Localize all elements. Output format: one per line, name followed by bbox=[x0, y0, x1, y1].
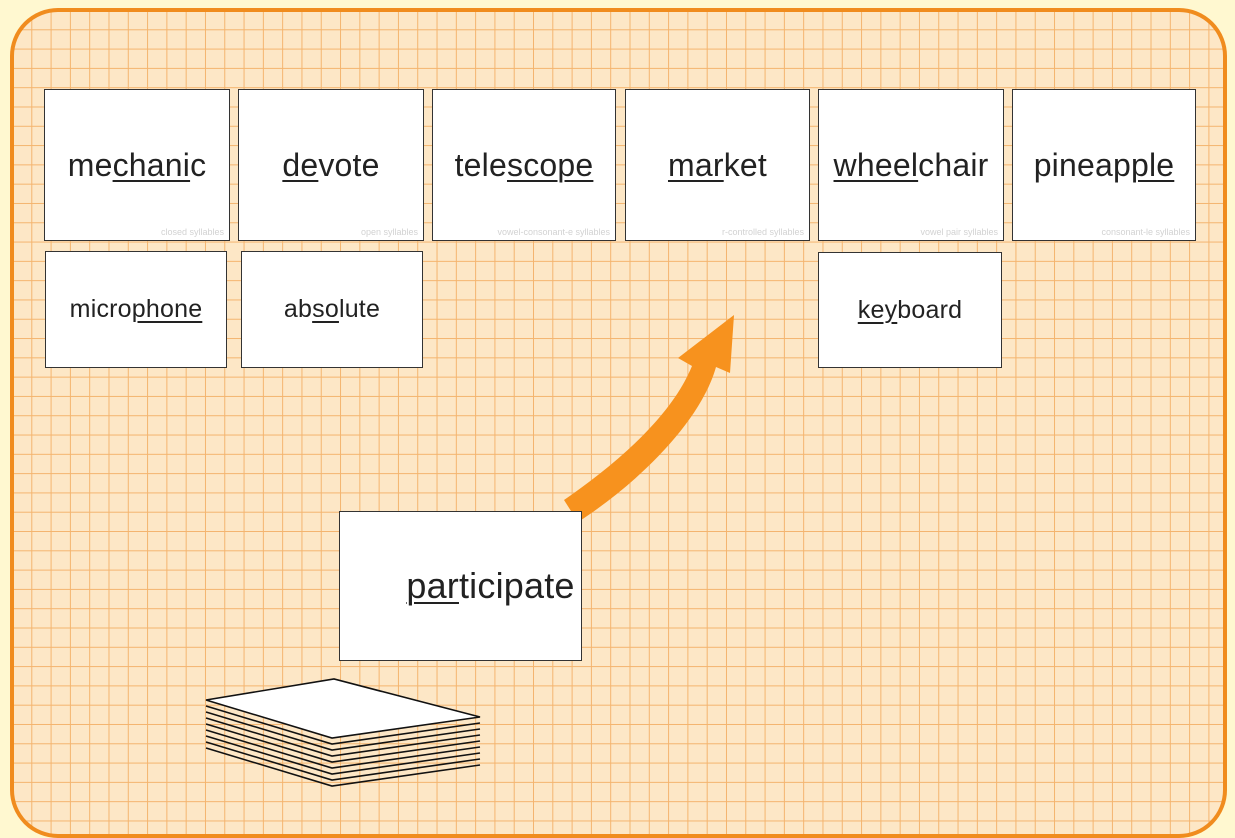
category-label: open syllables bbox=[360, 227, 418, 237]
category-card-consonant-le[interactable]: pineapple consonant-le syllables bbox=[1012, 89, 1196, 241]
sorted-card-microphone[interactable]: microphone bbox=[45, 251, 227, 368]
card-word: pineapple bbox=[1033, 146, 1175, 183]
card-word: mechanic bbox=[67, 146, 207, 183]
card-word: participate bbox=[406, 565, 575, 606]
card-word: market bbox=[667, 146, 767, 183]
category-card-closed[interactable]: mechanic closed syllables bbox=[44, 89, 230, 241]
category-label: consonant-le syllables bbox=[1101, 227, 1190, 237]
category-card-open[interactable]: devote open syllables bbox=[238, 89, 424, 241]
card-word: keyboard bbox=[857, 295, 963, 324]
sorted-card-keyboard[interactable]: keyboard bbox=[818, 252, 1002, 368]
card-word: devote bbox=[282, 146, 380, 183]
category-label: r-controlled syllables bbox=[721, 227, 804, 237]
category-label: vowel pair syllables bbox=[920, 227, 998, 237]
card-word: microphone bbox=[69, 295, 203, 323]
card-word: absolute bbox=[283, 295, 381, 323]
card-word: wheelchair bbox=[833, 146, 989, 183]
card-deck-icon bbox=[205, 678, 481, 787]
category-card-vce[interactable]: telescope vowel-consonant-e syllables bbox=[432, 89, 616, 241]
card-word: telescope bbox=[454, 146, 594, 183]
category-label: closed syllables bbox=[160, 227, 224, 237]
category-label: vowel-consonant-e syllables bbox=[497, 227, 610, 237]
category-card-vowel-pair[interactable]: wheelchair vowel pair syllables bbox=[818, 89, 1004, 241]
current-word-card[interactable]: participate bbox=[339, 511, 582, 661]
sorted-card-absolute[interactable]: absolute bbox=[241, 251, 423, 368]
curved-arrow-icon bbox=[564, 315, 734, 522]
category-card-r-controlled[interactable]: market r-controlled syllables bbox=[625, 89, 810, 241]
